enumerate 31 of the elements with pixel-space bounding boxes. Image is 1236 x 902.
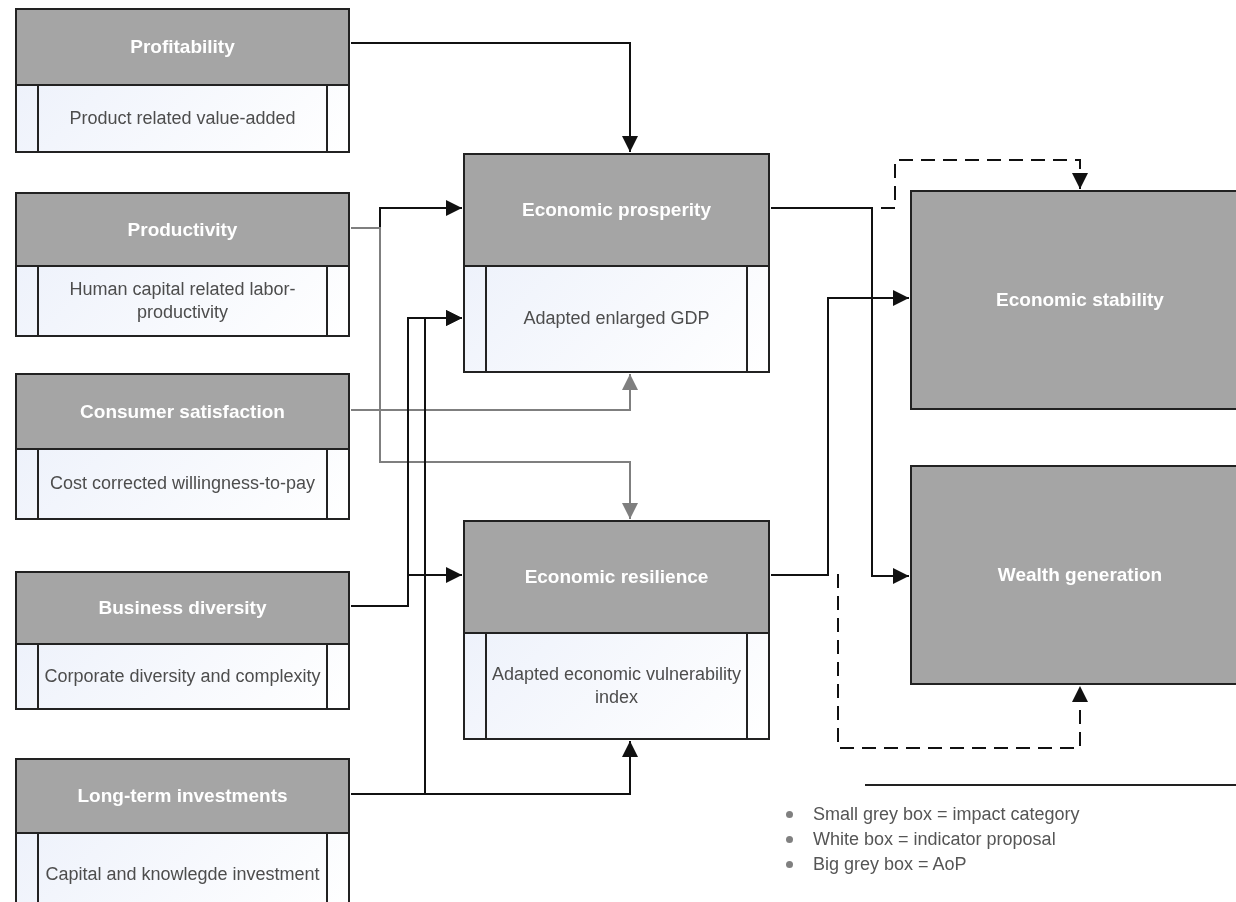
arrow	[350, 42, 638, 153]
indicator-text: Capital and knowlegde investment	[45, 863, 320, 887]
category-box	[15, 571, 350, 710]
category-header: Profitability	[17, 10, 348, 84]
category-box	[15, 8, 350, 153]
category-box	[463, 520, 770, 740]
legend-text: Small grey box = impact category	[813, 804, 1080, 825]
category-box	[463, 153, 770, 373]
category-box	[15, 192, 350, 337]
category-header: Consumer satisfaction	[17, 375, 348, 448]
indicator-text: Product related value-added	[69, 106, 296, 130]
indicator-text: Adapted economic vulnerability index	[490, 662, 743, 709]
arrow	[350, 373, 638, 411]
category-header: Economic resilience	[465, 522, 768, 632]
legend-text: White box = indicator proposal	[813, 829, 1056, 850]
arrow	[350, 740, 638, 795]
category-box	[15, 373, 350, 520]
category-header: Business diversity	[17, 573, 348, 643]
category-header: Economic prosperity	[465, 155, 768, 265]
arrow	[350, 567, 463, 607]
aop-header: Wealth generation	[912, 467, 1236, 683]
indicator-text: Cost corrected willingness-to-pay	[49, 472, 316, 496]
legend-text: Big grey box = AoP	[813, 854, 967, 875]
category-header: Long-term investments	[17, 760, 348, 832]
indicator-text: Corporate diversity and complexity	[44, 664, 321, 688]
indicator-text: Human capital related labor-productivity	[68, 277, 297, 324]
category-box	[15, 758, 350, 902]
arrow	[350, 227, 638, 520]
aop-header: Economic stability	[912, 192, 1236, 408]
category-header: Productivity	[17, 194, 348, 265]
indicator-text: Adapted enlarged GDP	[523, 307, 710, 331]
